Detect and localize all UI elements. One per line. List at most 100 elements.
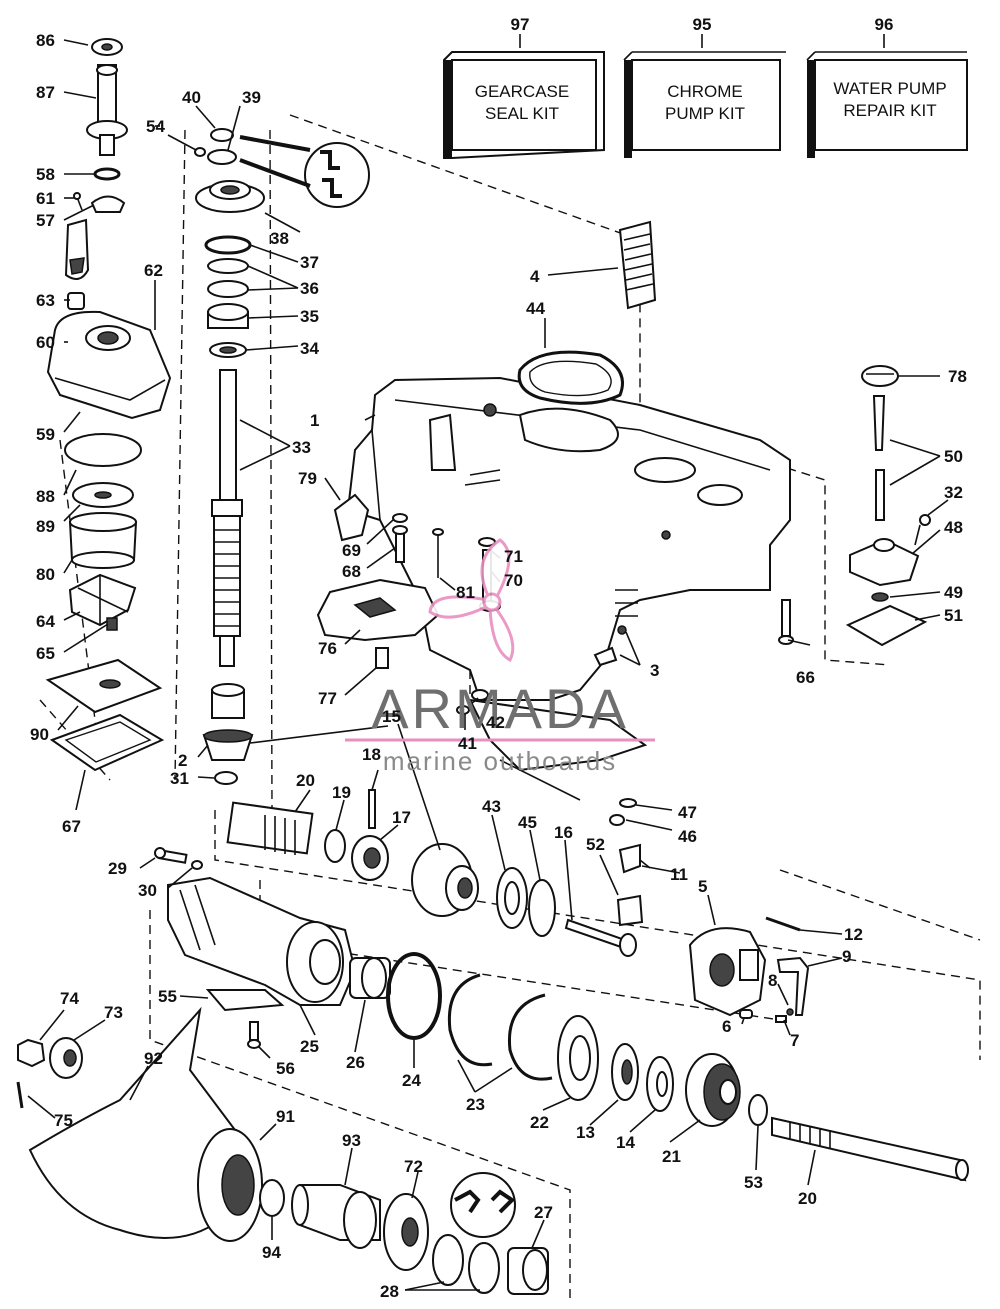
callout-48: 48 <box>944 518 963 537</box>
part-3-grommets[interactable] <box>593 589 638 667</box>
part-87-drive-adapter[interactable] <box>86 64 128 156</box>
part-16-shift-shaft[interactable] <box>564 918 637 957</box>
part-66-screw[interactable] <box>778 599 794 645</box>
part-38-bearing-housing[interactable] <box>195 180 265 213</box>
part-55-anode[interactable] <box>205 989 285 1012</box>
part-69-washer[interactable] <box>392 513 408 523</box>
part-28-seals[interactable] <box>432 1234 500 1294</box>
part-67-gasket[interactable] <box>49 713 165 772</box>
part-94-spacer[interactable] <box>259 1179 285 1217</box>
part-76-trim-tab[interactable] <box>316 578 440 642</box>
part-23-retaining-rings[interactable] <box>447 973 553 1081</box>
part-25-bearing-housing[interactable] <box>167 876 357 1006</box>
part-29-screw[interactable] <box>154 847 188 864</box>
part-47-46-plug[interactable] <box>609 798 637 826</box>
part-68-screw[interactable] <box>392 525 408 563</box>
kit-water-pump-repair[interactable]: 96 WATER PUMP REPAIR KIT <box>806 15 968 158</box>
callout-88: 88 <box>36 487 55 506</box>
part-20-propeller-shaft[interactable] <box>771 1116 969 1182</box>
part-42-41-plug[interactable] <box>456 689 489 715</box>
part-9-shift-lever[interactable] <box>776 956 810 1016</box>
part-40-ring[interactable] <box>210 128 234 142</box>
part-58-o-ring[interactable] <box>93 167 121 181</box>
part-88-gasket[interactable] <box>64 433 142 467</box>
part-37-o-ring[interactable] <box>204 235 252 255</box>
part-61-screw[interactable] <box>73 192 83 211</box>
part-6-pin[interactable] <box>739 1009 753 1019</box>
part-24-o-ring[interactable] <box>386 952 442 1040</box>
part-4-screen[interactable] <box>618 220 657 310</box>
part-64-impeller[interactable] <box>68 573 137 631</box>
callout-32: 32 <box>944 483 963 502</box>
part-18-pin[interactable] <box>368 789 376 829</box>
part-93-thrust-hub[interactable] <box>291 1184 381 1249</box>
part-60-liner[interactable] <box>67 292 85 310</box>
part-20-propshaft-short[interactable] <box>226 801 314 855</box>
part-17-clutch-dog[interactable] <box>351 835 389 881</box>
part-35-bearing[interactable] <box>207 303 249 329</box>
part-5-shift-housing[interactable] <box>688 927 767 1017</box>
part-75-cotter-pin[interactable] <box>16 1081 24 1109</box>
leader-lines <box>27 39 949 1291</box>
part-27-bearing[interactable] <box>507 1247 549 1295</box>
part-50-shift-rod[interactable] <box>872 395 886 521</box>
part-13-thrust-bearing[interactable] <box>611 1043 639 1101</box>
part-45-shim[interactable] <box>528 879 556 937</box>
part-72-bearing[interactable] <box>383 1193 429 1271</box>
part-54-dowel[interactable] <box>194 147 206 157</box>
part-2-pinion-bearing[interactable] <box>211 683 245 719</box>
part-92-propeller[interactable] <box>28 1006 263 1242</box>
part-57-grommet[interactable] <box>90 195 126 213</box>
part-22-thrust-washer[interactable] <box>557 1015 599 1101</box>
callout-36: 36 <box>300 279 319 298</box>
callout-26: 26 <box>346 1053 365 1072</box>
callout-78: 78 <box>948 367 967 386</box>
part-63-water-tube-guide[interactable] <box>64 218 90 280</box>
kit-chrome-pump[interactable]: 95 CHROME PUMP KIT <box>623 15 786 158</box>
part-78-boot[interactable] <box>861 365 899 387</box>
part-36-washers[interactable] <box>207 258 249 298</box>
callout-50: 50 <box>944 447 963 466</box>
part-73-washer[interactable] <box>49 1037 83 1079</box>
kit-gearcase-seal[interactable]: 97 GEARCASE SEAL KIT <box>443 15 605 159</box>
part-34-thrust-bearing[interactable] <box>209 342 247 358</box>
part-86-seal[interactable] <box>91 38 123 56</box>
part-21-reverse-gear[interactable] <box>685 1053 741 1127</box>
part-51-gasket[interactable] <box>845 604 928 647</box>
part-30-washer[interactable] <box>191 860 203 870</box>
part-8-7-pin-retainer[interactable] <box>775 1008 794 1023</box>
callout-90: 90 <box>30 725 49 744</box>
callout-52: 52 <box>586 835 605 854</box>
part-79-anode[interactable] <box>333 493 370 542</box>
part-48-shift-rod-cover[interactable] <box>849 538 920 587</box>
part-74-nut[interactable] <box>17 1038 46 1068</box>
part-81-screw[interactable] <box>432 528 444 578</box>
callout-61: 61 <box>36 189 55 208</box>
callout-15: 15 <box>382 707 401 726</box>
part-49-washer[interactable] <box>871 592 889 602</box>
part-90-plate[interactable] <box>45 658 163 714</box>
part-32-screw[interactable] <box>914 514 931 546</box>
part-53-thrust-washer[interactable] <box>748 1094 768 1126</box>
part-15-forward-gear[interactable] <box>411 843 479 917</box>
part-52-11-detent[interactable] <box>616 843 651 927</box>
part-19-spring[interactable] <box>324 829 346 863</box>
part-56-screw[interactable] <box>247 1021 261 1049</box>
part-89-plate[interactable] <box>72 482 134 508</box>
part-39-seal[interactable] <box>207 149 237 165</box>
part-33-driveshaft[interactable] <box>211 369 243 667</box>
callout-81: 81 <box>456 583 475 602</box>
part-43-bearing[interactable] <box>496 867 528 929</box>
part-44-seal[interactable] <box>517 350 624 405</box>
part-12-pin[interactable] <box>765 916 801 932</box>
part-77-screw[interactable] <box>375 647 389 669</box>
part-1-gearcase-housing[interactable] <box>346 376 791 801</box>
part-26-bearing[interactable] <box>349 957 391 999</box>
part-31-nut[interactable] <box>214 771 238 785</box>
part-pinion-gear[interactable] <box>202 729 254 761</box>
part-59-pump-housing[interactable] <box>46 310 172 420</box>
part-14-washer[interactable] <box>646 1056 674 1112</box>
callout-86: 86 <box>36 31 55 50</box>
callout-6: 6 <box>722 1017 731 1036</box>
part-80-impeller-cup[interactable] <box>68 512 138 569</box>
